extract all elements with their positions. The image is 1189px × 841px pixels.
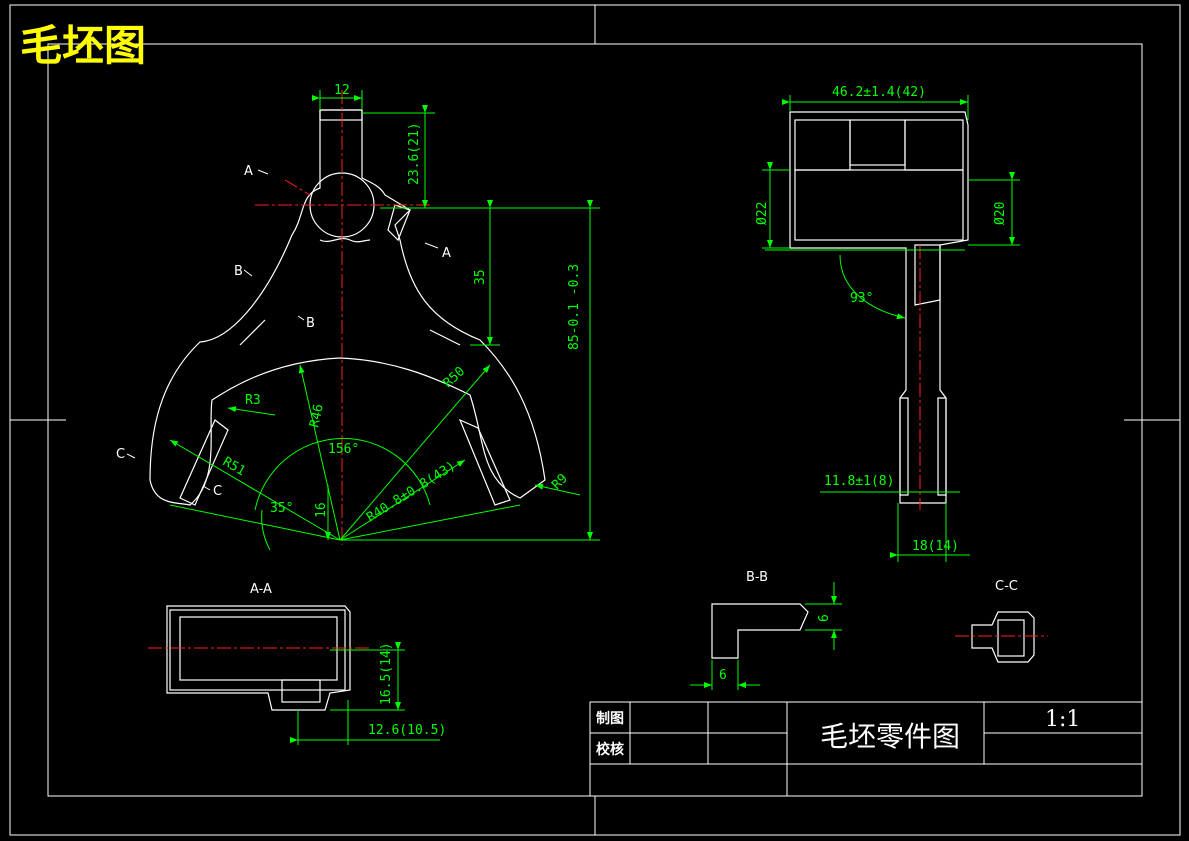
label-b-left: B bbox=[234, 264, 243, 279]
angle-156: 156° bbox=[328, 442, 359, 457]
inner-frame bbox=[47, 43, 1143, 797]
tb-scale: 1:1 bbox=[1045, 707, 1080, 732]
side-view bbox=[789, 111, 969, 510]
front-dimensions: 12 23.6(21) 35 85-0.1 -0.3 R50 R46 R3 R5… bbox=[169, 83, 600, 551]
section-cc: C-C bbox=[955, 579, 1048, 663]
title-block: 制图 校核 毛坯零件图 1:1 bbox=[589, 701, 1143, 797]
dim-r46: R46 bbox=[307, 403, 327, 429]
tb-drawn: 制图 bbox=[596, 710, 624, 727]
dim-d22: Ø22 bbox=[755, 202, 770, 225]
front-section-labels: A A B B C C bbox=[116, 164, 451, 499]
dim-16-5: 16.5(14) bbox=[379, 642, 394, 705]
dim-r50: R50 bbox=[441, 364, 468, 391]
dim-6-bb-bottom: 6 bbox=[719, 668, 727, 683]
dim-85: 85-0.1 -0.3 bbox=[567, 264, 582, 350]
dim-35: 35 bbox=[473, 269, 488, 285]
dim-11-8: 11.8±1(8) bbox=[824, 474, 894, 489]
section-aa-label: A-A bbox=[250, 582, 272, 597]
section-bb: B-B 6 6 bbox=[690, 570, 842, 690]
drawing-title: 毛坯图 bbox=[20, 21, 146, 70]
label-c-left: C bbox=[116, 447, 125, 462]
section-bb-label: B-B bbox=[746, 570, 768, 585]
dim-46-2: 46.2±1.4(42) bbox=[832, 85, 926, 100]
dim-r3: R3 bbox=[245, 393, 261, 408]
section-cc-label: C-C bbox=[995, 579, 1018, 594]
front-view bbox=[149, 90, 546, 545]
dim-12-6: 12.6(10.5) bbox=[368, 723, 446, 738]
dim-d20: Ø20 bbox=[993, 202, 1008, 225]
dim-6-bb-right: 6 bbox=[817, 614, 832, 622]
dim-16: 16 bbox=[314, 502, 329, 518]
angle-35: 35° bbox=[270, 501, 293, 516]
dim-r51: R51 bbox=[220, 454, 248, 479]
dim-12: 12 bbox=[334, 83, 350, 98]
section-aa: A-A 16.5(14) 12.6(10.5) bbox=[148, 582, 446, 745]
label-c-inner: C bbox=[213, 484, 222, 499]
dim-23-6: 23.6(21) bbox=[407, 122, 422, 185]
angle-93: 93° bbox=[850, 291, 873, 306]
dim-18: 18(14) bbox=[912, 539, 959, 554]
label-a-top: A bbox=[244, 164, 253, 179]
tb-part-name: 毛坯零件图 bbox=[820, 720, 960, 753]
label-a-right: A bbox=[442, 246, 451, 261]
outer-frame bbox=[9, 4, 1181, 836]
dim-r9: R9 bbox=[549, 471, 571, 493]
side-dimensions: 46.2±1.4(42) Ø22 Ø20 93° 11.8±1(8) 18(14… bbox=[755, 85, 1020, 562]
label-b-inner: B bbox=[306, 316, 315, 331]
tb-checked: 校核 bbox=[596, 741, 624, 758]
